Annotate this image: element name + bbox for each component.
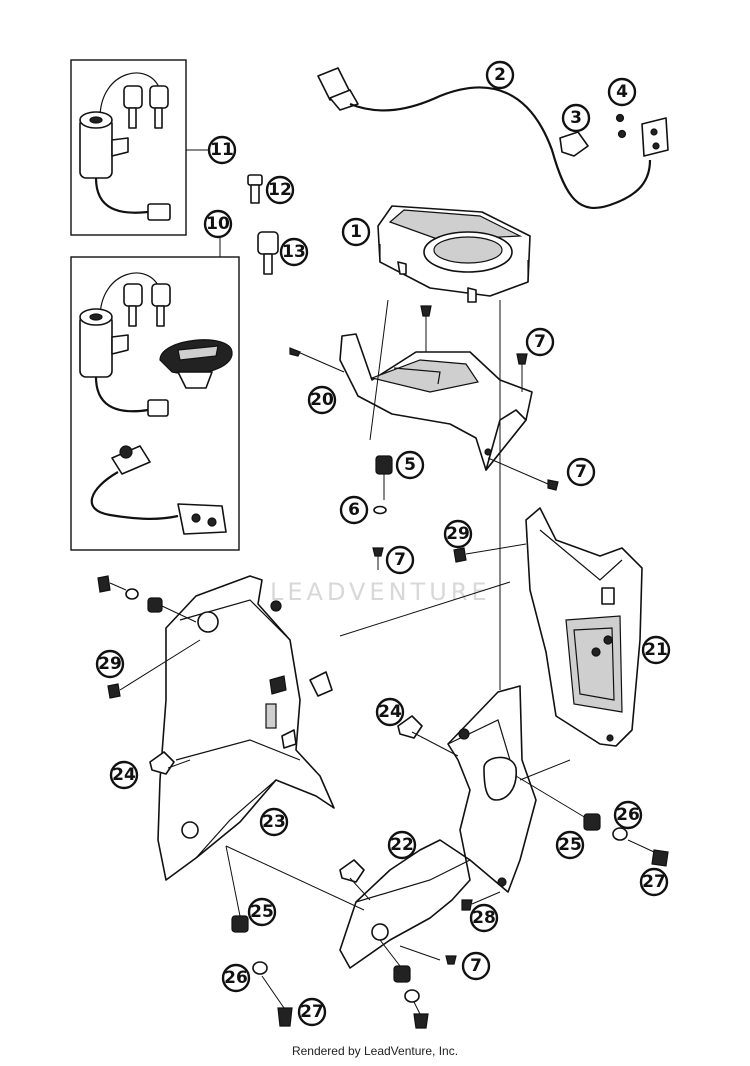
callout-11: 11	[207, 135, 237, 165]
callout-23: 23	[259, 807, 289, 837]
screw-28	[461, 891, 501, 911]
callout-25-b: 25	[247, 897, 277, 927]
callout-4: 4	[607, 77, 637, 107]
clip-lower-middle	[339, 859, 365, 883]
callout-25-a: 25	[555, 830, 585, 860]
svg-text:23: 23	[262, 812, 286, 832]
callout-7-a: 7	[525, 327, 555, 357]
grommet-5	[375, 455, 393, 475]
ignition-lock-10	[79, 272, 171, 417]
callout-2: 2	[485, 60, 515, 90]
mount-hardware-upper-left	[97, 575, 197, 623]
instrument-bracket	[289, 305, 559, 491]
svg-text:7: 7	[575, 462, 587, 482]
svg-text:25: 25	[250, 902, 274, 922]
callout-27-b: 27	[297, 997, 327, 1027]
callout-29-b: 29	[95, 649, 125, 679]
ignition-kit-box-10	[70, 256, 240, 551]
left-side-cover	[157, 575, 335, 881]
svg-text:27: 27	[642, 872, 666, 892]
svg-text:3: 3	[570, 108, 582, 128]
svg-text:4: 4	[616, 82, 628, 102]
svg-text:24: 24	[378, 702, 402, 722]
seat-lock-cable	[90, 445, 227, 535]
svg-text:11: 11	[210, 140, 234, 160]
nut-29-left	[107, 639, 201, 699]
callout-20: 20	[307, 385, 337, 415]
svg-text:6: 6	[348, 500, 360, 520]
svg-text:29: 29	[98, 654, 122, 674]
svg-text:1: 1	[350, 222, 362, 242]
svg-text:25: 25	[558, 835, 582, 855]
callout-26-b: 26	[221, 963, 251, 993]
cable-harness	[317, 67, 652, 210]
screw-7-lower-right	[399, 945, 457, 965]
callout-21: 21	[641, 635, 671, 665]
callout-5: 5	[395, 450, 425, 480]
screws-4	[615, 113, 627, 139]
tank-cap-lock	[159, 339, 233, 389]
svg-text:21: 21	[644, 640, 668, 660]
svg-text:2: 2	[494, 65, 506, 85]
callout-26-a: 26	[613, 800, 643, 830]
callout-13: 13	[279, 237, 309, 267]
clip-3	[559, 131, 589, 157]
washer-6	[373, 505, 387, 515]
callout-27-a: 27	[639, 867, 669, 897]
bolt-12	[247, 174, 263, 204]
callout-22: 22	[387, 830, 417, 860]
right-side-cover	[339, 685, 537, 969]
nut-29-right	[453, 543, 527, 563]
callout-24-a: 24	[109, 760, 139, 790]
callout-28: 28	[469, 903, 499, 933]
svg-text:12: 12	[268, 180, 292, 200]
svg-text:5: 5	[404, 455, 416, 475]
callout-7-c: 7	[385, 545, 415, 575]
svg-text:20: 20	[310, 390, 334, 410]
svg-text:28: 28	[472, 908, 496, 928]
watermark: LEADVENTURE	[270, 578, 491, 606]
key-13	[257, 231, 279, 275]
sensor-bracket	[641, 117, 669, 157]
svg-text:10: 10	[206, 214, 230, 234]
callout-7-d: 7	[461, 951, 491, 981]
clip-24-right	[397, 715, 423, 739]
callout-10: 10	[203, 209, 233, 239]
footer-credit: Rendered by LeadVenture, Inc.	[291, 1044, 459, 1058]
svg-text:24: 24	[112, 765, 136, 785]
callout-12: 12	[265, 175, 295, 205]
svg-text:26: 26	[224, 968, 248, 988]
right-inner-panel	[525, 507, 643, 747]
speedometer	[377, 205, 531, 303]
callout-3: 3	[561, 103, 591, 133]
svg-text:7: 7	[470, 956, 482, 976]
ignition-lock-11	[79, 72, 171, 221]
callout-7-b: 7	[566, 457, 596, 487]
screw-7-lower	[372, 547, 384, 570]
svg-text:7: 7	[534, 332, 546, 352]
clip-upper-left	[309, 671, 333, 697]
svg-text:22: 22	[390, 835, 414, 855]
callout-29-a: 29	[443, 519, 473, 549]
mount-hardware-lower-middle	[379, 939, 429, 1029]
ignition-kit-box-11	[70, 59, 187, 236]
callout-1: 1	[341, 217, 371, 247]
mount-hardware-right	[515, 775, 669, 867]
svg-text:27: 27	[300, 1002, 324, 1022]
svg-text:29: 29	[446, 524, 470, 544]
svg-text:13: 13	[282, 242, 306, 262]
svg-text:26: 26	[616, 805, 640, 825]
svg-text:7: 7	[394, 550, 406, 570]
clip-24-left	[149, 751, 175, 775]
callout-6: 6	[339, 495, 369, 525]
callout-24-b: 24	[375, 697, 405, 727]
mount-hardware-lower-left	[225, 845, 293, 1027]
